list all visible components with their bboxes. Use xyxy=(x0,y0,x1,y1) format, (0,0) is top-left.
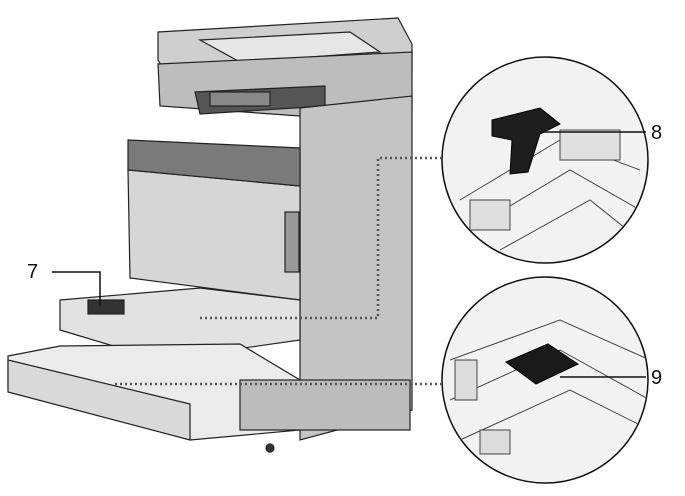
leader-line-7 xyxy=(52,271,101,306)
dotted-connectors xyxy=(115,156,443,386)
pedestal xyxy=(239,379,411,431)
output-tray xyxy=(127,139,301,187)
drawer-2-front xyxy=(7,359,191,441)
front-cover xyxy=(127,169,301,301)
caster xyxy=(265,443,275,453)
printer-unit xyxy=(7,17,413,453)
callout-label-9: 9 xyxy=(651,367,663,389)
touch-screen xyxy=(209,91,271,107)
leader-lines xyxy=(52,131,646,378)
feeder-tray xyxy=(197,31,382,63)
paper-guide-7 xyxy=(87,299,125,315)
side-vent xyxy=(284,211,300,273)
paper-guide-8 xyxy=(491,107,561,175)
inset-circle-9 xyxy=(441,276,649,484)
inset-circle-8 xyxy=(441,56,649,264)
dotted-connector-8 xyxy=(200,156,443,320)
callout-label-8: 8 xyxy=(651,122,663,144)
paper-guide-9 xyxy=(504,343,580,385)
callout-label-7: 7 xyxy=(27,261,39,283)
